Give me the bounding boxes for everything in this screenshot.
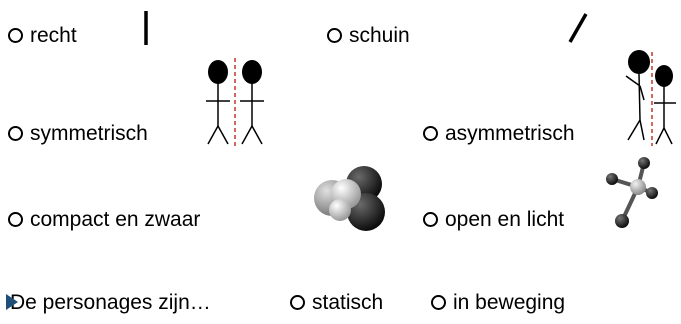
radio-symmetrisch[interactable] (8, 126, 23, 141)
prompt-text: De personages zijn… (10, 291, 211, 314)
vertical-line-icon (142, 10, 150, 46)
option-statisch[interactable]: statisch (290, 292, 383, 313)
option-schuin[interactable]: schuin (327, 25, 410, 46)
radio-statisch[interactable] (290, 295, 305, 310)
radio-schuin[interactable] (327, 28, 342, 43)
radio-recht[interactable] (8, 28, 23, 43)
label-asymmetrisch: asymmetrisch (445, 122, 575, 145)
label-in-beweging: in beweging (453, 291, 566, 314)
option-recht[interactable]: recht (8, 25, 77, 46)
radio-asymmetrisch[interactable] (423, 126, 438, 141)
radio-in-beweging[interactable] (431, 295, 446, 310)
open-molecule-icon (604, 155, 660, 233)
label-recht: recht (30, 24, 77, 47)
symmetric-figures-icon (198, 58, 268, 146)
option-open[interactable]: open en licht (423, 209, 564, 230)
label-symmetrisch: symmetrisch (30, 122, 148, 145)
prompt-characters: De personages zijn… (6, 291, 211, 314)
label-statisch: statisch (312, 291, 384, 314)
diagonal-line-icon (566, 12, 590, 44)
option-asymmetrisch[interactable]: asymmetrisch (423, 123, 575, 144)
option-compact[interactable]: compact en zwaar (8, 209, 200, 230)
label-schuin: schuin (349, 24, 410, 47)
label-compact: compact en zwaar (30, 208, 201, 231)
radio-open[interactable] (423, 212, 438, 227)
asymmetric-figures-icon (614, 48, 680, 146)
radio-compact[interactable] (8, 212, 23, 227)
option-symmetrisch[interactable]: symmetrisch (8, 123, 148, 144)
option-in-beweging[interactable]: in beweging (431, 292, 565, 313)
compact-molecule-icon (310, 164, 392, 234)
play-bullet-icon (6, 294, 18, 310)
label-open: open en licht (445, 208, 565, 231)
